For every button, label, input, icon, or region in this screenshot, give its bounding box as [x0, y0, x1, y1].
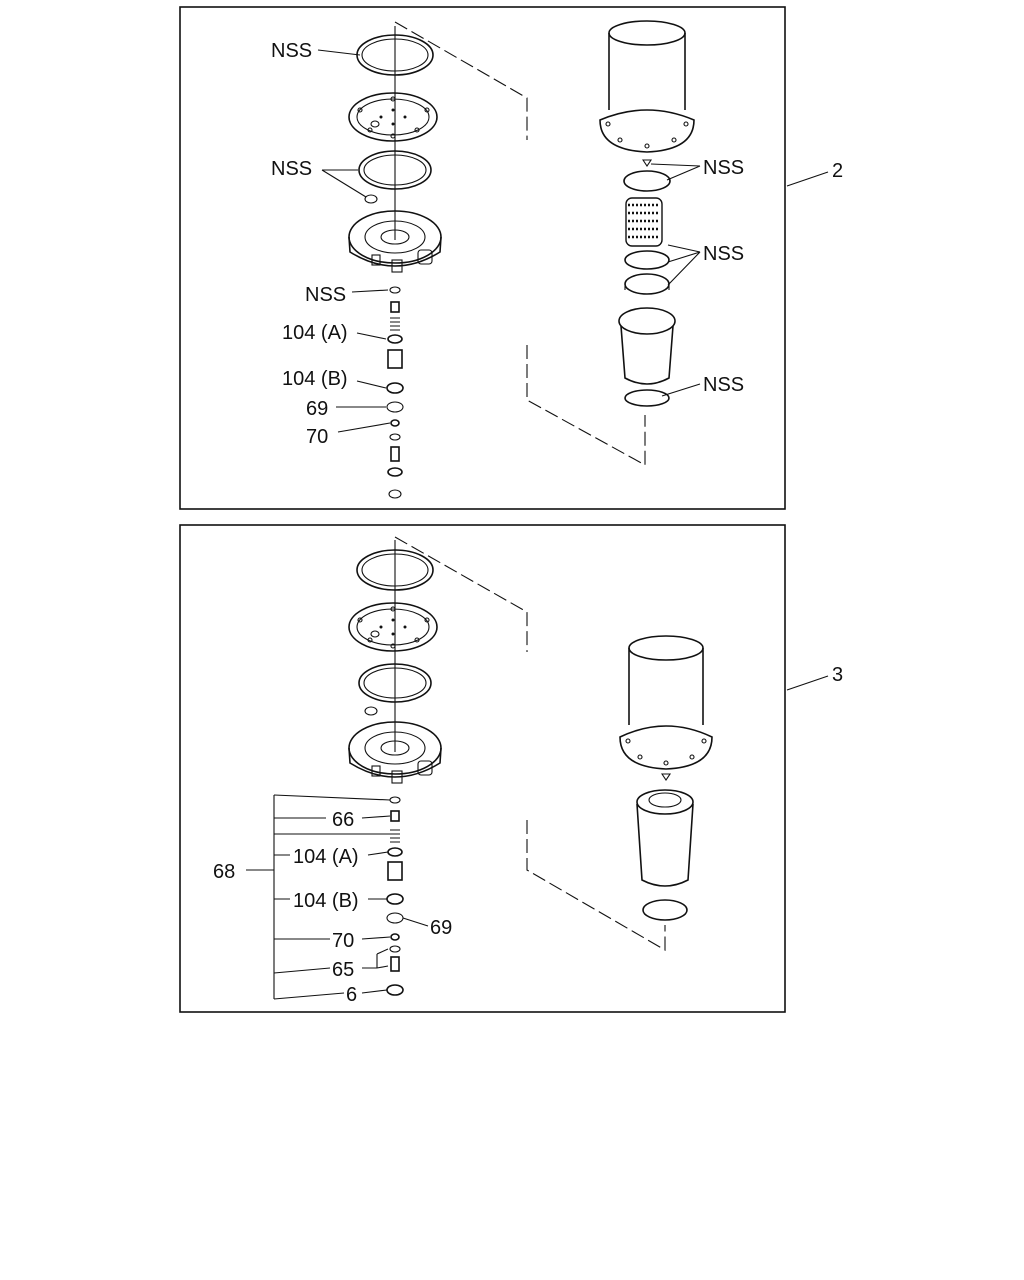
- top-dashed-leader-lower: [526, 345, 646, 466]
- bottom-dashed-leader-lower: [526, 820, 666, 951]
- bottom-leaders: [246, 675, 829, 1000]
- label-104b: 104 (B): [282, 368, 348, 390]
- top-dashed-leader-upper: [394, 21, 528, 140]
- bottom-bowl: [619, 635, 713, 770]
- label-68: 68: [213, 861, 235, 883]
- label-104b: 104 (B): [293, 890, 359, 912]
- label-nss-right-3: NSS: [703, 374, 744, 396]
- label-69: 69: [306, 398, 328, 420]
- label-70: 70: [332, 930, 354, 952]
- label-nss-right-2: NSS: [703, 243, 744, 265]
- label-69: 69: [430, 917, 452, 939]
- top-leaders: [317, 49, 829, 433]
- bottom-small-parts: [386, 796, 404, 996]
- bottom-panel-frame: [179, 524, 786, 1013]
- bottom-filter-cartridge: [636, 773, 694, 921]
- label-104a: 104 (A): [293, 846, 359, 868]
- label-6: 6: [346, 984, 357, 1006]
- label-104a: 104 (A): [282, 322, 348, 344]
- top-filter-element: [623, 159, 671, 295]
- top-cover-plate: [348, 92, 438, 142]
- callout-2: 2: [832, 160, 843, 182]
- label-nss-right-1: NSS: [703, 157, 744, 179]
- top-panel-frame: [179, 6, 786, 510]
- top-bowl: [599, 20, 695, 153]
- top-lower-bowl: [618, 307, 676, 407]
- label-nss-gasket-2: NSS: [271, 158, 312, 180]
- bottom-panel: 66 68 104 (A) 104 (B) 69 70 65 6 3: [179, 524, 843, 1013]
- label-65: 65: [332, 959, 354, 981]
- top-small-parts: [386, 286, 404, 499]
- bottom-dashed-leader-upper: [394, 536, 528, 652]
- label-nss-o-ring: NSS: [305, 284, 346, 306]
- label-66: 66: [332, 809, 354, 831]
- callout-3: 3: [832, 664, 843, 686]
- top-panel: NSS NSS NSS 104 (A) 104 (B) 69 70 NSS NS…: [179, 6, 843, 510]
- bottom-cover-plate: [348, 602, 438, 652]
- label-70: 70: [306, 426, 328, 448]
- label-nss-gasket: NSS: [271, 40, 312, 62]
